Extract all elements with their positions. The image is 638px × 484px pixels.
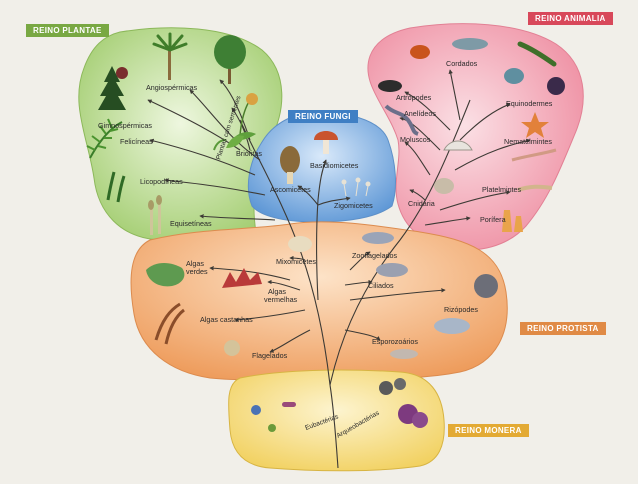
slime-mold-icon (288, 236, 312, 252)
label-equisetineas: Equisetíneas (170, 219, 212, 228)
urchin-icon (547, 77, 565, 95)
sporozoan-icon (390, 349, 418, 359)
archaea-icon (412, 412, 428, 428)
bacterium-icon (268, 424, 276, 432)
radiolarian-icon (474, 274, 498, 298)
monera-organisms (251, 378, 428, 432)
label-zigomicetes: Zigomicetes (334, 201, 373, 210)
label-esporozoarios: Esporozoários (372, 337, 418, 346)
label-algas-vermelhas-2: vermelhas (264, 295, 298, 304)
worm-icon (384, 104, 419, 136)
red-algae-icon (222, 268, 262, 288)
label-artropodes: Artrópodes (396, 93, 432, 102)
lycopod-icon (106, 171, 126, 203)
moss-icon (213, 135, 244, 151)
label-mixomicetes: Mixomicetes (276, 257, 316, 266)
flatworm-icon (517, 184, 553, 192)
label-algas-vermelhas-1: Algas (268, 287, 286, 296)
kingdom-tag-animalia: REINO ANIMALIA (528, 12, 613, 25)
fungi-organisms (280, 131, 371, 197)
label-zooflagelados: Zooflagelados (352, 251, 398, 260)
conifer-icon (98, 66, 128, 110)
beetle-icon (378, 80, 402, 92)
protista-labels: Algas verdes Algas vermelhas Algas casta… (186, 251, 478, 360)
kingdom-tag-protista: REINO PROTISTA (520, 322, 606, 335)
lizard-icon (517, 41, 557, 67)
animalia-organisms (378, 38, 565, 232)
bacterium-icon (251, 405, 261, 415)
bacterium-icon (282, 402, 296, 407)
fern-icon (86, 118, 123, 159)
crab-icon (410, 45, 430, 59)
jellyfish-icon (434, 178, 454, 194)
label-algas-verdes-1: Algas (186, 259, 204, 268)
label-basidiomicetes: Basidiomicetes (310, 161, 359, 170)
label-algas-verdes-2: verdes (186, 267, 208, 276)
label-angiospermicas: Angiospérmicas (146, 83, 198, 92)
label-ciliados: Ciliados (368, 281, 394, 290)
nematode-icon (511, 148, 557, 162)
flagellate-icon (224, 340, 240, 356)
label-briofitas: Briófitas (236, 149, 262, 158)
label-gimnospermicas: Gimnospérmicas (98, 121, 152, 130)
archaea-icon (379, 381, 393, 395)
label-equinodermes: Equinodermes (506, 99, 553, 108)
sponge-icon (502, 210, 523, 232)
label-algas-castanhas: Algas castanhas (200, 315, 253, 324)
kingdom-tag-monera: REINO MONERA (448, 424, 529, 437)
label-nematelmintes: Nematelmintes (504, 137, 552, 146)
mushroom-icon (314, 131, 338, 154)
protista-organisms (146, 232, 498, 359)
kingdom-tag-fungi: REINO FUNGI (288, 110, 358, 123)
starfish-icon (521, 112, 549, 138)
amoeba-icon (434, 318, 470, 334)
label-felicineas: Felicíneas (120, 137, 153, 146)
brown-algae-icon (154, 302, 185, 345)
archaea-icon (394, 378, 406, 390)
morel-icon (280, 146, 300, 184)
horsetail-icon (148, 195, 162, 235)
label-cordados: Cordados (446, 59, 478, 68)
label-anelideos: Anelídeos (404, 109, 436, 118)
tree-icon (214, 35, 246, 84)
kingdom-tag-plantae: REINO PLANTAE (26, 24, 109, 37)
label-porifera: Porífera (480, 215, 506, 224)
shell-icon (443, 140, 473, 151)
mold-icon (341, 177, 371, 197)
label-cnidaria: Cnidária (408, 199, 435, 208)
ciliate-icon (376, 263, 408, 277)
fungi-labels: Basidiomicetes Ascomicetes Zigomicetes (270, 161, 373, 210)
green-algae-icon (146, 263, 185, 287)
fish-icon (452, 38, 488, 50)
zooflagellate-icon (362, 232, 394, 244)
label-flagelados: Flagelados (252, 351, 288, 360)
turtle-icon (504, 68, 524, 84)
palm-tree-icon (152, 32, 188, 80)
label-rizopodes: Rizópodes (444, 305, 478, 314)
monera-region (228, 369, 445, 472)
animalia-labels: Cordados Artrópodes Anelídeos Equinoderm… (396, 59, 553, 224)
protista-region (130, 221, 508, 381)
plantae-organisms (86, 32, 258, 235)
label-licopodineas: Licopodíneas (140, 177, 183, 186)
label-platelmintes: Platelmintes (482, 185, 522, 194)
label-moluscos: Moluscos (400, 135, 431, 144)
label-ascomicetes: Ascomicetes (270, 185, 311, 194)
